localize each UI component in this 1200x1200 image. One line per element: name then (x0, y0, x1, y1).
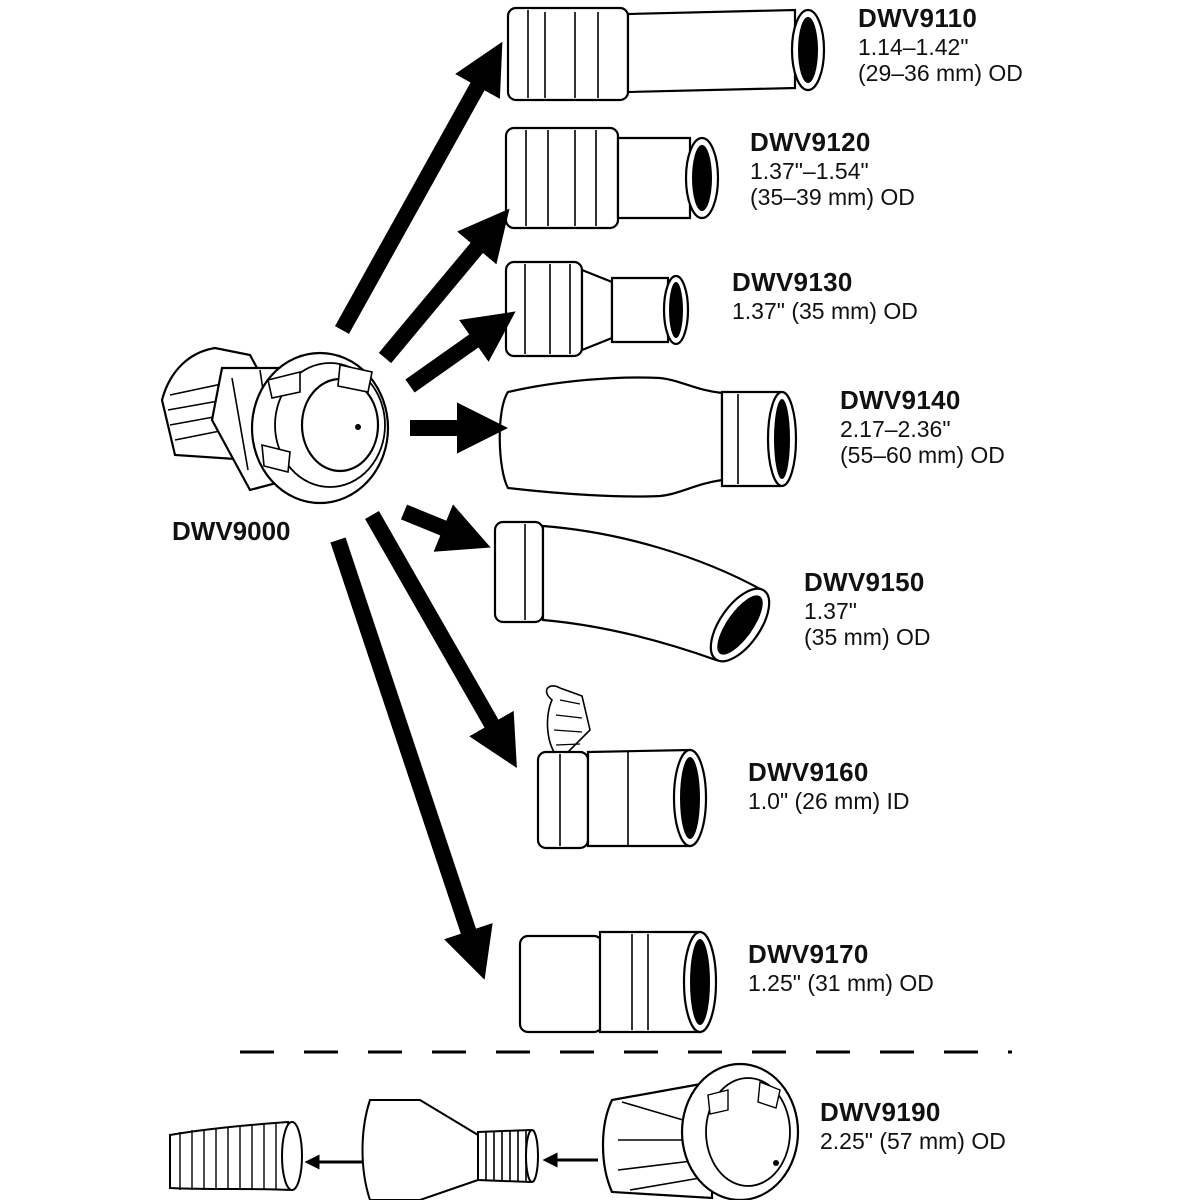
arrow-to-dwv9120 (378, 208, 510, 364)
adapter-label-dwv9140: DWV9140 2.17–2.36" (55–60 mm) OD (840, 385, 1005, 468)
adapter-code: DWV9150 (804, 567, 925, 597)
adapter-label-dwv9150: DWV9150 1.37" (35 mm) OD (804, 567, 931, 650)
adapter-dwv9130-drawing (504, 260, 690, 358)
arrow-to-dwv9150 (400, 504, 491, 552)
adapter-spec: 2.25" (57 mm) OD (820, 1127, 1006, 1154)
arrow-to-dwv9110 (335, 41, 503, 334)
adapter-code: DWV9170 (748, 939, 869, 969)
arrow-to-dwv9130 (405, 311, 516, 393)
adapter-spec: 2.17–2.36" (840, 415, 951, 442)
hub-code-label: DWV9000 (172, 516, 291, 546)
adapter-code: DWV9190 (820, 1097, 941, 1127)
dwv9190-fitting-drawing (601, 1062, 800, 1200)
adapter-label-dwv9120: DWV9120 1.37"–1.54" (35–39 mm) OD (750, 127, 915, 210)
adapter-label-dwv9110: DWV9110 1.14–1.42" (29–36 mm) OD (858, 3, 1023, 86)
reducer-drawing (361, 1099, 539, 1200)
adapter-spec: 1.0" (26 mm) ID (748, 787, 910, 814)
adapter-label-dwv9190: DWV9190 2.25" (57 mm) OD (820, 1097, 1006, 1154)
adapter-code: DWV9130 (732, 267, 853, 297)
adapter-dwv9110-drawing (506, 6, 826, 102)
adapter-label-dwv9160: DWV9160 1.0" (26 mm) ID (748, 757, 910, 814)
hub-fitting-drawing (160, 346, 390, 505)
adapter-spec: (55–60 mm) OD (840, 441, 1005, 468)
adapter-spec: 1.14–1.42" (858, 33, 969, 60)
adapter-code: DWV9140 (840, 385, 961, 415)
adapter-label-dwv9130: DWV9130 1.37" (35 mm) OD (732, 267, 918, 324)
adapter-spec: (35 mm) OD (804, 623, 931, 650)
adapter-spec: (29–36 mm) OD (858, 59, 1023, 86)
adapter-dwv9150-drawing (493, 520, 771, 663)
adapter-spec: (35–39 mm) OD (750, 183, 915, 210)
bottom-hose-drawing (169, 1120, 303, 1192)
adapter-spec: 1.37" (804, 597, 857, 624)
adapter-spec: 1.25" (31 mm) OD (748, 969, 934, 996)
adapter-code: DWV9160 (748, 757, 869, 787)
adapter-spec: 1.37"–1.54" (750, 157, 869, 184)
adapter-label-dwv9170: DWV9170 1.25" (31 mm) OD (748, 939, 934, 996)
hub-arrows (330, 41, 517, 980)
adapter-dwv9160-drawing (536, 685, 708, 850)
adapter-spec: 1.37" (35 mm) OD (732, 297, 918, 324)
adapter-dwv9170-drawing (518, 930, 718, 1034)
adapter-dwv9120-drawing (504, 126, 720, 230)
arrow-to-dwv9160 (365, 511, 517, 768)
adapter-code: DWV9120 (750, 127, 871, 157)
adapter-dwv9140-drawing (498, 376, 798, 498)
arrow-to-dwv9170 (330, 537, 493, 980)
adapter-code: DWV9110 (858, 3, 978, 33)
